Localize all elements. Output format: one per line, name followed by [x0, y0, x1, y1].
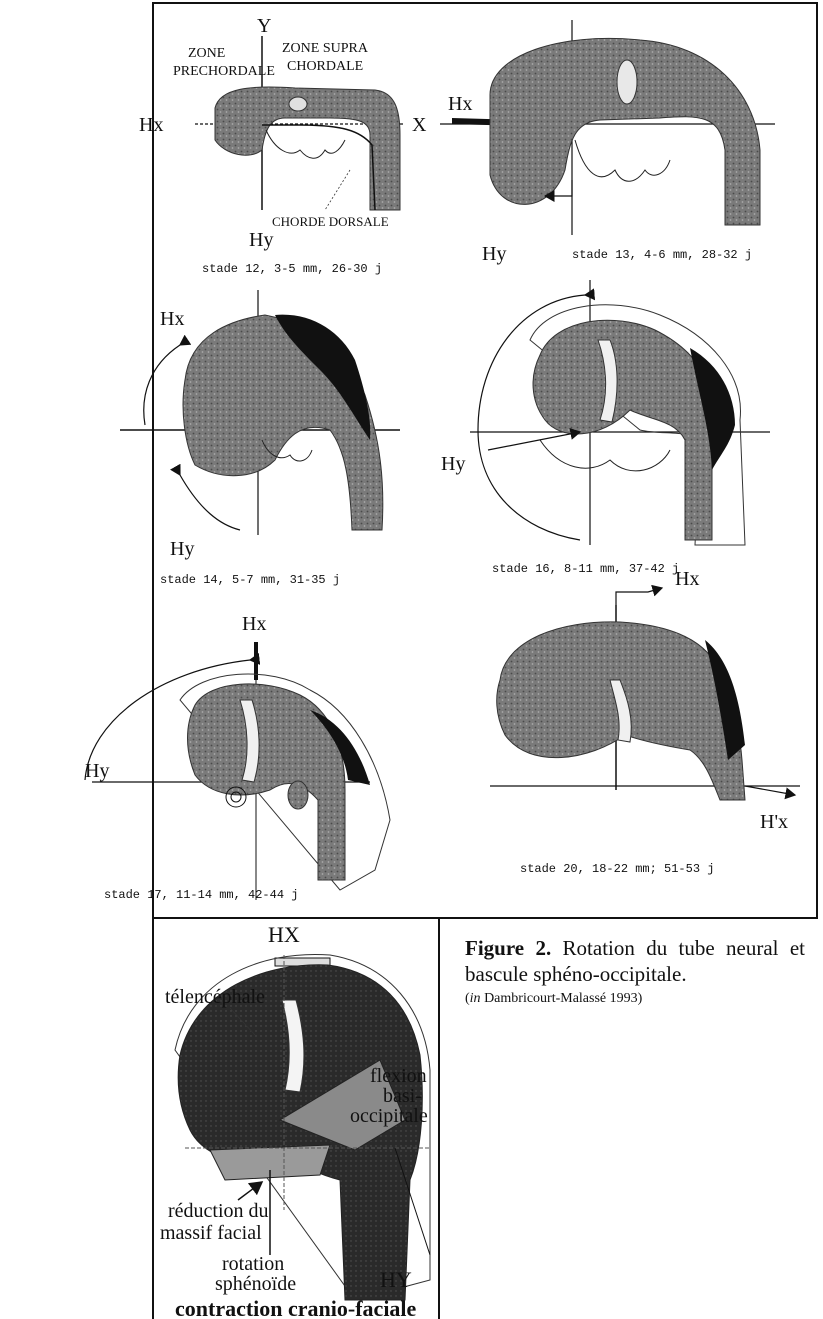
hy-label: Hy	[170, 538, 194, 560]
hx-label: Hx	[675, 568, 699, 590]
face	[540, 440, 670, 471]
stage13-caption: stade 13, 4-6 mm, 28-32 j	[572, 248, 752, 262]
stage16-caption: stade 16, 8-11 mm, 37-42 j	[492, 562, 679, 576]
neural-tube	[183, 315, 383, 530]
reduction-line1: réduction du	[168, 1200, 269, 1222]
source-prefix: in	[470, 991, 481, 1006]
rotation-line2: sphénoïde	[215, 1273, 296, 1295]
reduction-arrow	[238, 1182, 262, 1200]
hx-arrow	[616, 588, 662, 605]
notochord	[262, 125, 375, 210]
telencephale-label: télencéphale	[165, 986, 265, 1008]
vesicle	[289, 97, 307, 111]
vesicle	[617, 60, 637, 104]
caption-source: (in Dambricourt-Malassé 1993)	[465, 990, 805, 1008]
reduction-line2: massif facial	[160, 1222, 262, 1244]
hy-label: Hy	[482, 243, 506, 265]
hy-label: HY	[380, 1267, 412, 1292]
panel-stage13: Hx Hy stade 13, 4-6 mm, 28-32 j	[440, 20, 775, 265]
zone-prechordale-line2: PRECHORDALE	[173, 64, 275, 79]
zone-supra-line2: CHORDALE	[287, 59, 363, 74]
branchial-arches	[266, 130, 345, 158]
panel-stage20: Hx H'x stade 20, 18-22 mm; 51-53 j	[490, 568, 800, 876]
hy-arc	[180, 475, 240, 530]
stage14-caption: stade 14, 5-7 mm, 31-35 j	[160, 573, 340, 587]
hx-label: Hx	[160, 308, 184, 330]
figure-caption: Figure 2. Rotation du tube neural et bas…	[465, 935, 805, 1007]
hy-label: Hy	[249, 229, 273, 251]
caption-text: Figure 2. Rotation du tube neural et bas…	[465, 935, 805, 988]
hy-leader	[488, 432, 580, 450]
hy-label: Hy	[85, 760, 109, 782]
zone-prechordale-line1: ZONE	[188, 46, 225, 61]
panel-stage17: Hx Hy stade 17, 11-14 mm, 42-44 j	[85, 613, 390, 902]
neural-tube	[533, 320, 712, 540]
rotation-arc	[144, 345, 180, 425]
summary-panel: HX HY télencéphale flexion basi- occipit…	[160, 922, 430, 1319]
zone-supra-line1: ZONE SUPRA	[282, 41, 369, 56]
axis-x-label: X	[412, 114, 427, 136]
stage20-caption: stade 20, 18-22 mm; 51-53 j	[520, 862, 714, 876]
figure-label: Figure 2.	[465, 936, 551, 960]
flexion-line1: flexion	[370, 1065, 427, 1087]
stage17-caption: stade 17, 11-14 mm, 42-44 j	[104, 888, 298, 902]
stipple-bud	[288, 781, 308, 809]
source-text: Dambricourt-Malassé 1993	[484, 991, 638, 1006]
panel-stage12: ZONE PRECHORDALE ZONE SUPRA CHORDALE Y X…	[139, 15, 427, 276]
hx-label: Hx	[242, 613, 266, 635]
hx-label: HX	[268, 922, 300, 947]
flexion-line3: occipitale	[350, 1105, 428, 1127]
head-dark-mass	[178, 965, 422, 1300]
summary-title: contraction cranio-faciale	[175, 1296, 417, 1319]
stage12-caption: stade 12, 3-5 mm, 26-30 j	[202, 262, 382, 276]
neural-tube	[188, 684, 346, 880]
axis-y-label: Y	[257, 15, 271, 37]
h-prime-x-leader	[745, 786, 795, 795]
rotation-line1: rotation	[222, 1253, 284, 1275]
branchial-arches	[575, 140, 670, 181]
flexion-line2: basi-	[383, 1085, 422, 1107]
hy-label: Hy	[441, 453, 465, 475]
hpx-label: H'x	[760, 811, 788, 833]
panel-stage16: Hy stade 16, 8-11 mm, 37-42 j	[441, 280, 770, 576]
chorde-leader	[325, 170, 350, 210]
panel-stage14: Hx Hy stade 14, 5-7 mm, 31-35 j	[120, 290, 400, 587]
chorde-dorsale-label: CHORDE DORSALE	[272, 214, 389, 229]
hx-label: Hx	[448, 93, 472, 115]
hx-label: Hx	[139, 114, 163, 136]
